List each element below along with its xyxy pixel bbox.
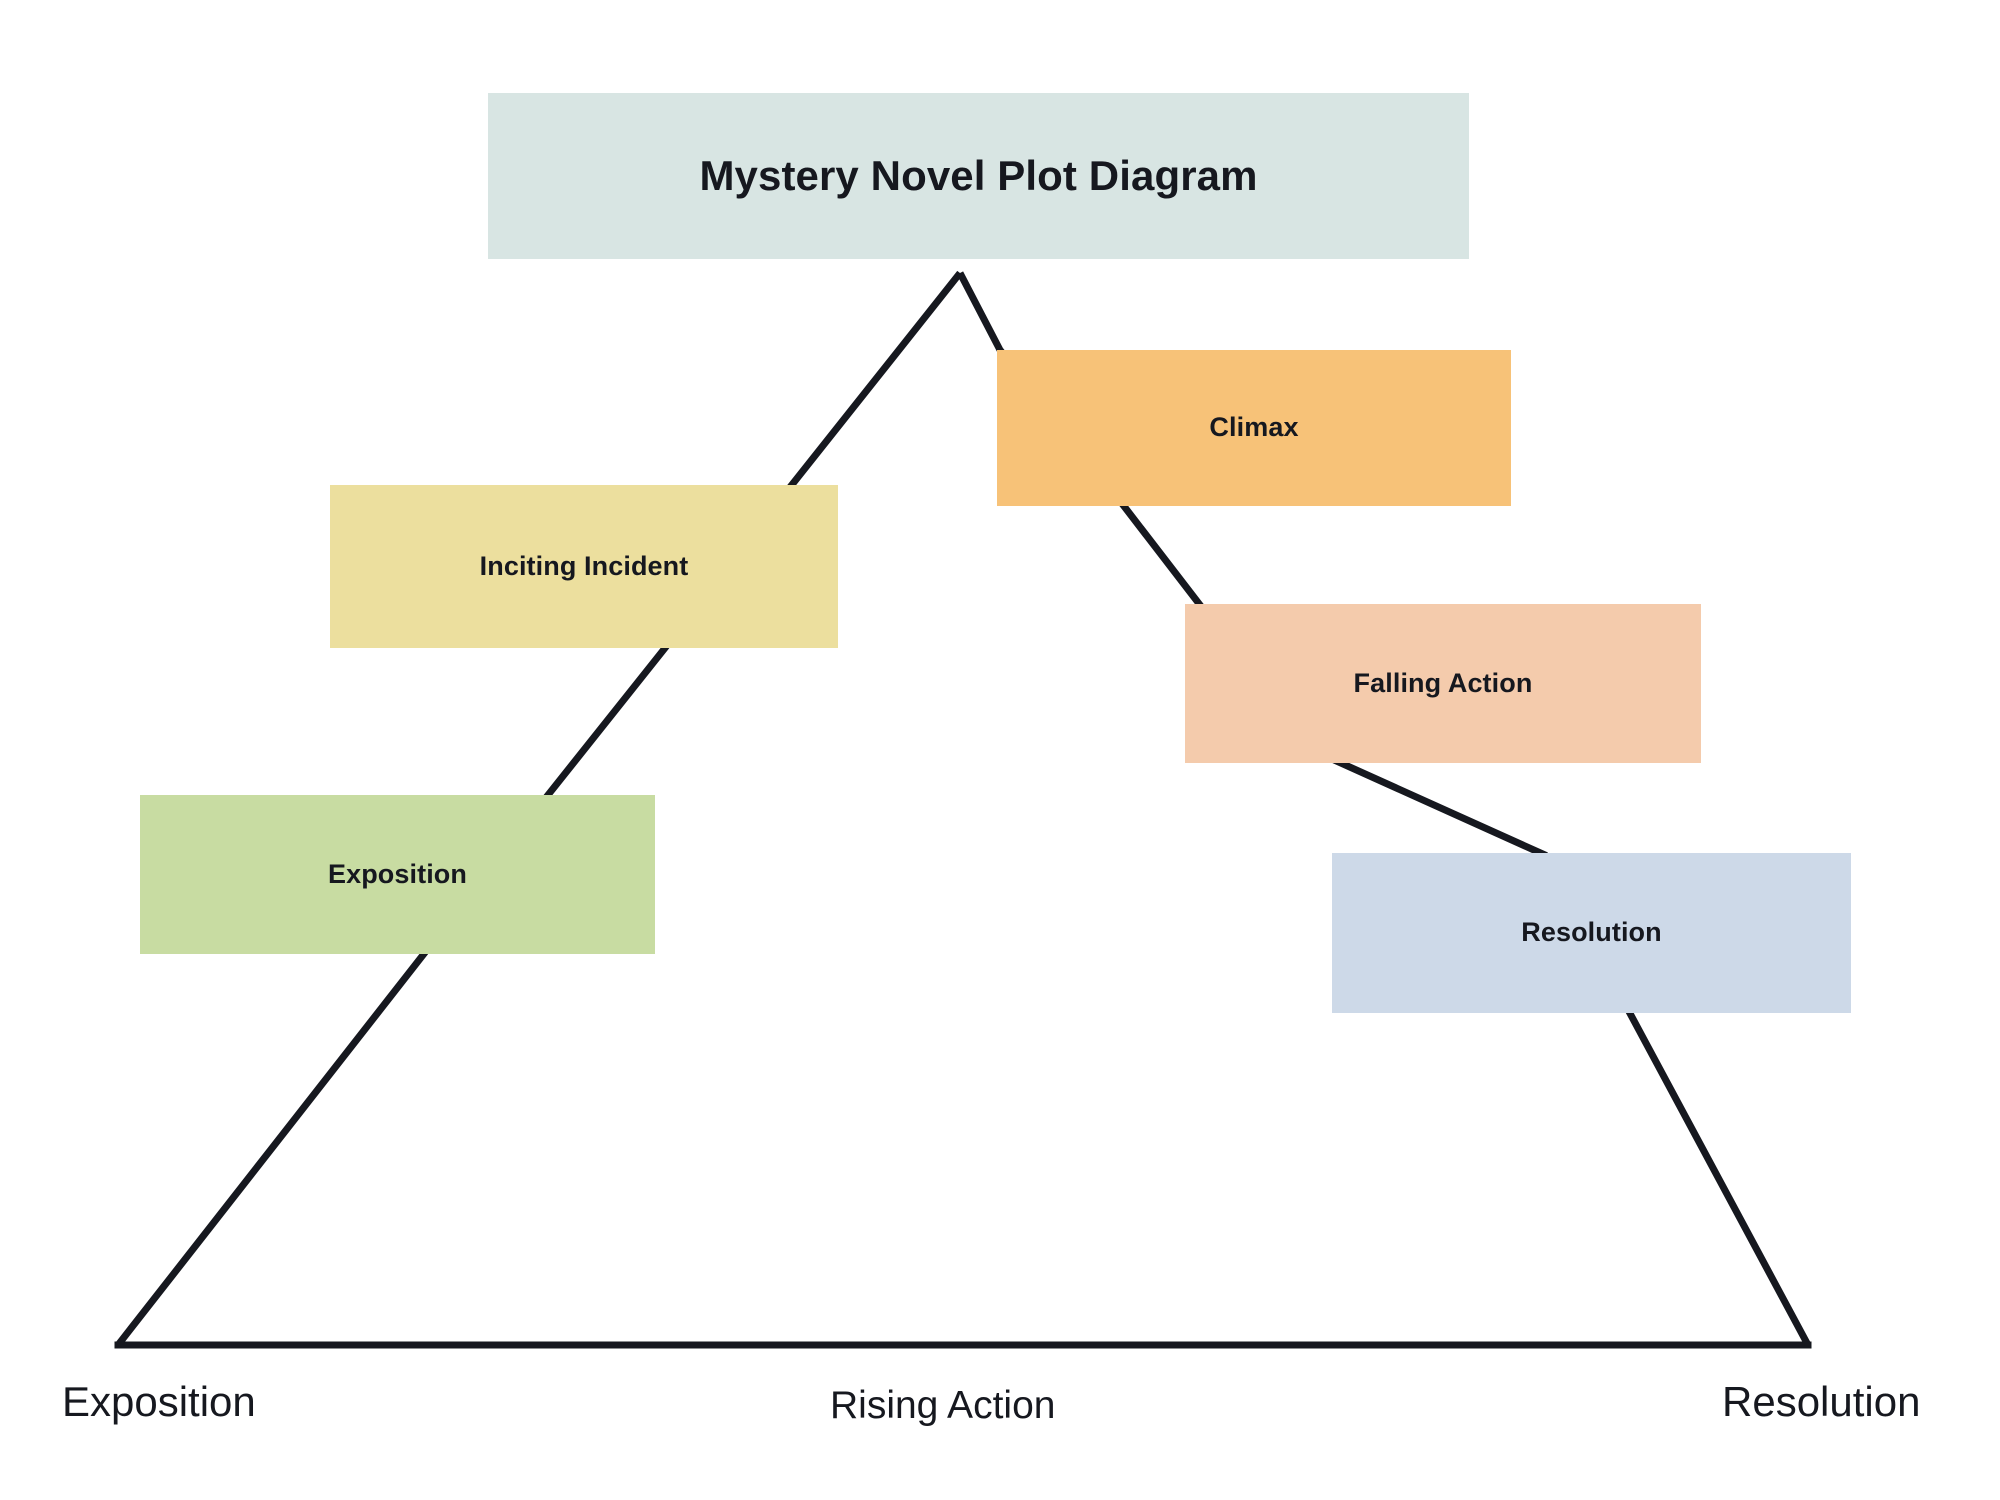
diagram-title-box: Mystery Novel Plot Diagram (488, 93, 1469, 259)
rising-action-path (115, 270, 963, 1348)
stage-label-climax: Climax (1209, 412, 1299, 443)
stage-label-falling-action: Falling Action (1353, 667, 1533, 698)
stage-box-inciting-incident[interactable]: Inciting Incident (330, 485, 838, 648)
axis-label-exposition: Exposition (62, 1378, 256, 1425)
stage-label-inciting-incident: Inciting Incident (479, 550, 689, 581)
axis-label-resolution: Resolution (1722, 1378, 1921, 1425)
stage-box-falling-action[interactable]: Falling Action (1185, 604, 1701, 763)
stage-box-exposition[interactable]: Exposition (140, 795, 655, 954)
stage-box-resolution[interactable]: Resolution (1332, 853, 1851, 1013)
axis-label-rising-action: Rising Action (830, 1384, 1056, 1427)
stage-box-climax[interactable]: Climax (997, 350, 1511, 506)
stage-label-exposition: Exposition (327, 858, 467, 889)
page-title: Mystery Novel Plot Diagram (699, 151, 1258, 199)
stage-label-resolution: Resolution (1521, 917, 1662, 948)
